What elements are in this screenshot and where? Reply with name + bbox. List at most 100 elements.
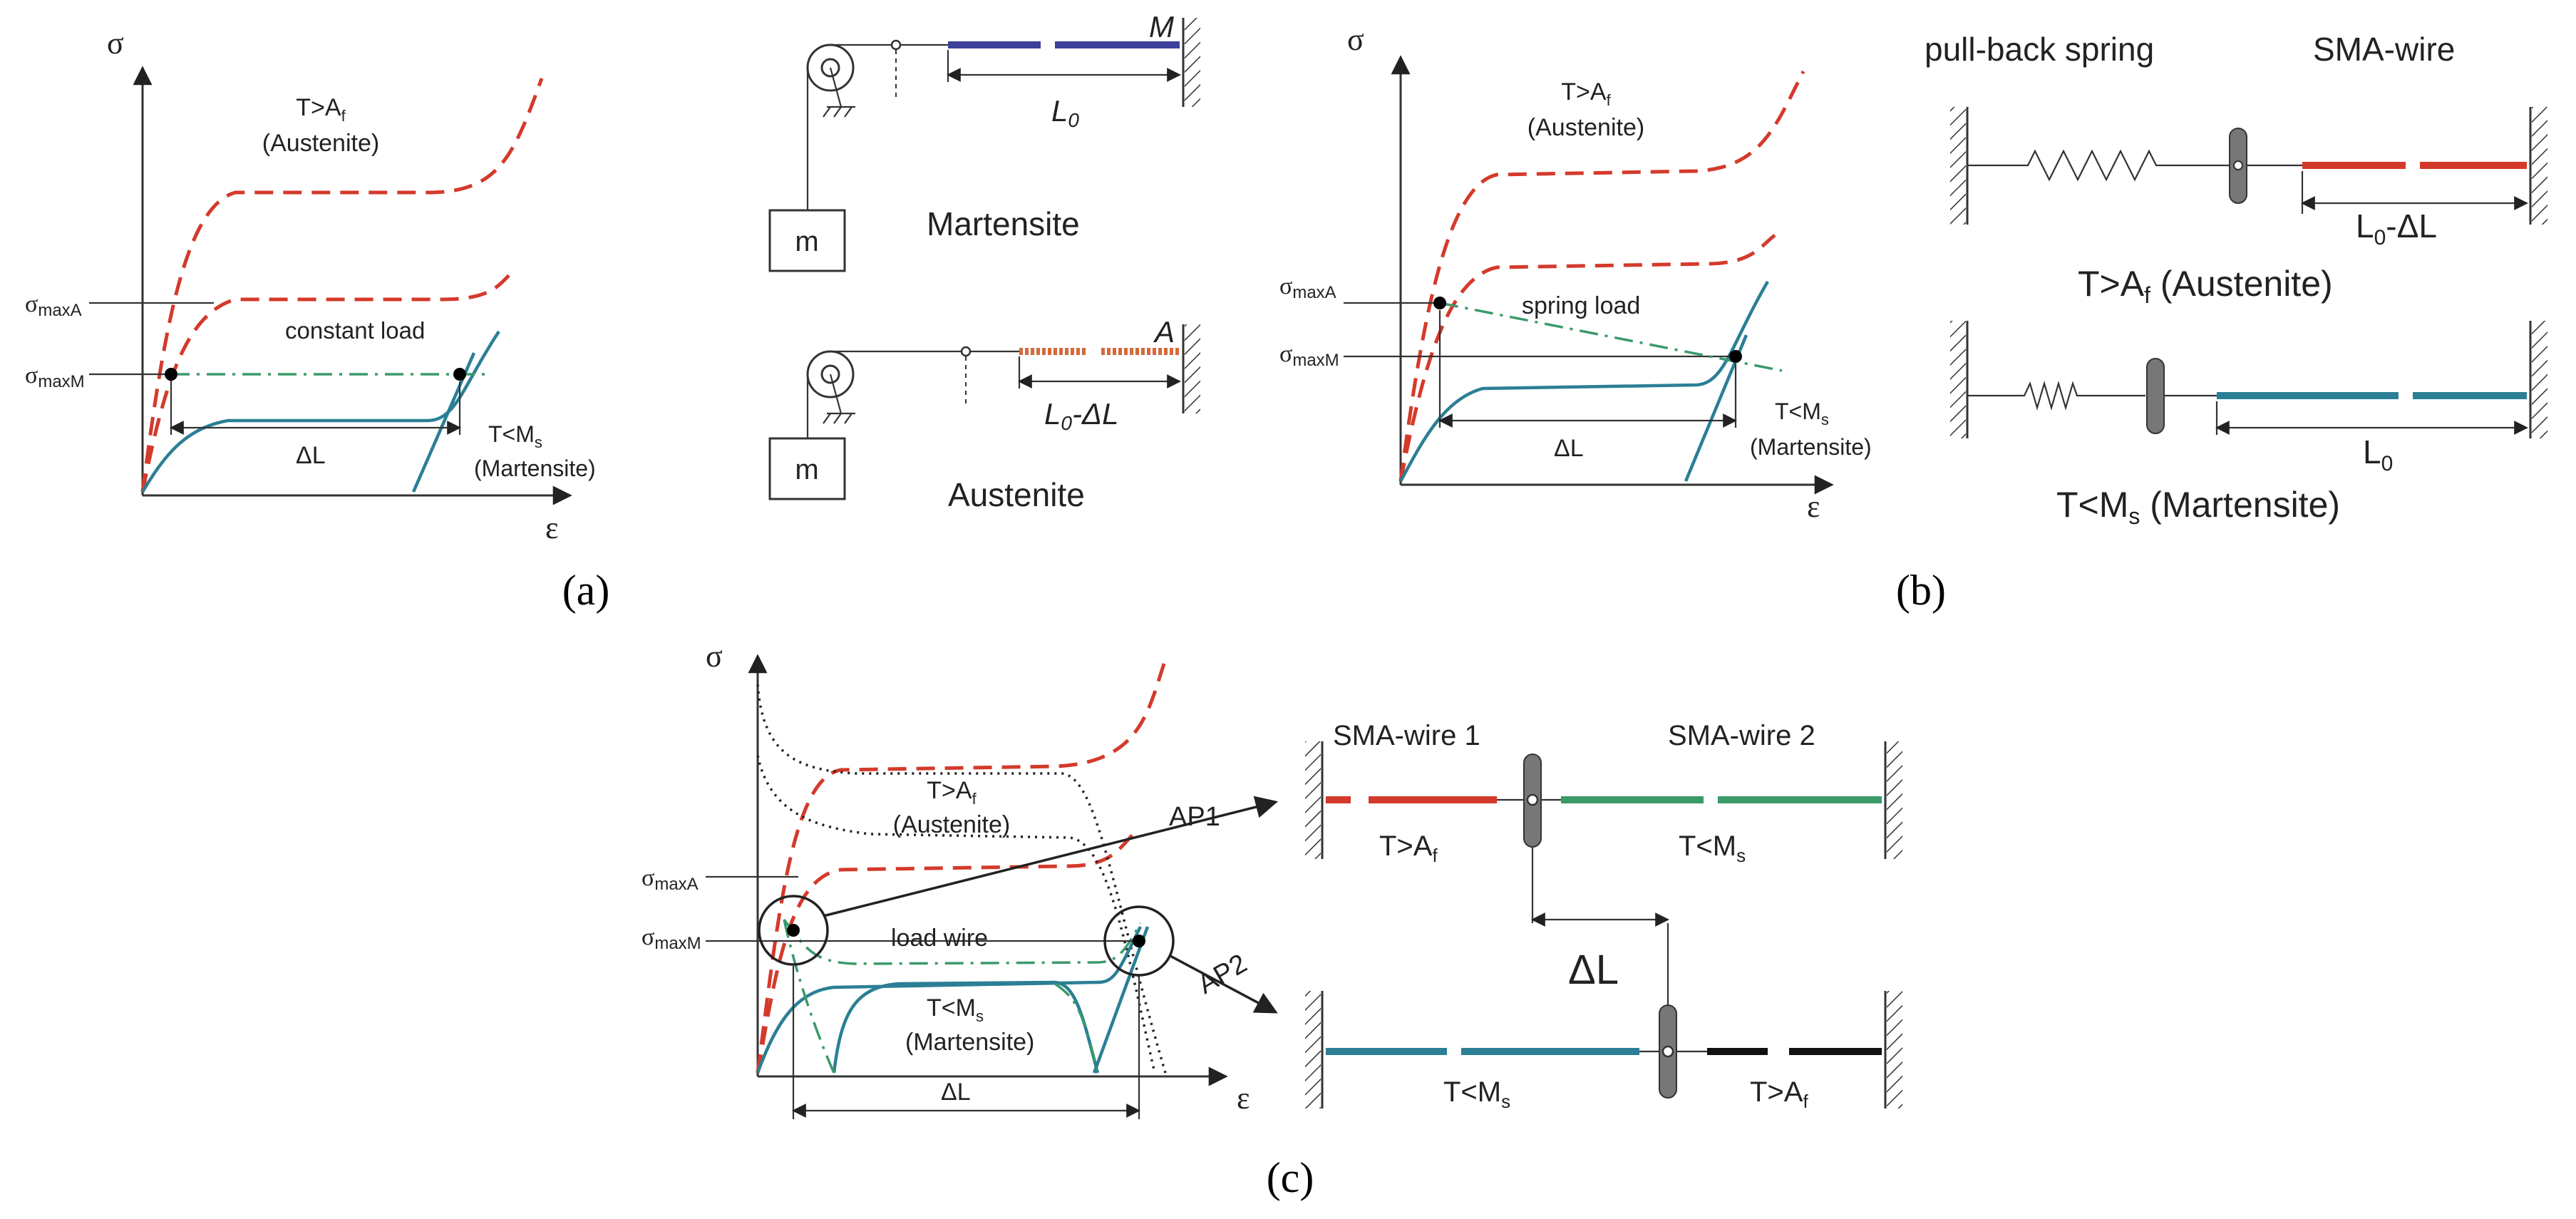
panel-b-graph: σ ε T>Af (Austenite) σmaxA σmaxM spring … bbox=[1279, 22, 1872, 524]
sigma-maxA-label: σmaxA bbox=[25, 291, 82, 320]
wall-left-top-hatch bbox=[1305, 741, 1321, 859]
martensite-unload-line bbox=[1092, 926, 1150, 1074]
pulley-top-mount bbox=[823, 67, 855, 118]
martensite-paren: (Martensite) bbox=[905, 1029, 1034, 1056]
delta-l-label: ΔL bbox=[1554, 435, 1584, 462]
delta-l-label: ΔL bbox=[296, 442, 326, 469]
martensite-paren: (Martensite) bbox=[1750, 434, 1872, 460]
sigma-maxM-label: σmaxM bbox=[642, 924, 701, 953]
wire1-label: SMA-wire 1 bbox=[1333, 720, 1480, 751]
austenite-curve-lower bbox=[1398, 234, 1776, 482]
wall-right-bottom-hatch bbox=[1887, 991, 1902, 1109]
y-axis-label: σ bbox=[107, 26, 124, 61]
austenite-curve-lower bbox=[140, 269, 515, 493]
mass-bottom bbox=[768, 437, 846, 500]
austenite-label: T>Af bbox=[1561, 78, 1611, 109]
panel-b-schematic: pull-back spring SMA-wire L0-ΔL T>Af (Au… bbox=[1925, 31, 2547, 529]
l0dl-label: L0-ΔL bbox=[1044, 397, 1118, 434]
martensite-paren: (Martensite) bbox=[474, 456, 596, 481]
panel-c-schematic: SMA-wire 1 SMA-wire 2 T>Af T<Ms ΔL T<Ms … bbox=[1305, 720, 1902, 1112]
austenite-label: T>Af bbox=[296, 94, 346, 125]
sigma-maxA-label: σmaxA bbox=[1279, 273, 1336, 302]
wall-left-bottom-hatch bbox=[1305, 991, 1321, 1109]
caption-c: (c) bbox=[1267, 1154, 1314, 1201]
austenite-paren: (Austenite) bbox=[1527, 114, 1644, 141]
dim-bottom-label: L0 bbox=[2363, 433, 2393, 475]
slider-bottom bbox=[2146, 358, 2165, 434]
pulley-bottom-mount bbox=[823, 374, 855, 424]
ap2-label: AP2 bbox=[1193, 949, 1252, 1000]
caption-a: (a) bbox=[562, 567, 610, 614]
dim-top-label: L0-ΔL bbox=[2356, 207, 2437, 250]
end-point bbox=[453, 368, 466, 381]
load-label: constant load bbox=[285, 317, 425, 344]
load-label: spring load bbox=[1522, 292, 1640, 319]
slider-top-joint bbox=[1526, 793, 1539, 806]
l0-label: L0 bbox=[1051, 94, 1079, 131]
wire-bottom-joint bbox=[960, 346, 972, 357]
austenite-curve-lower bbox=[756, 833, 1135, 1074]
austenite-paren: (Austenite) bbox=[262, 130, 379, 157]
mass-bottom-label: m bbox=[795, 454, 818, 485]
martensite-label: T<Ms bbox=[488, 421, 542, 451]
martensite-label: T<Ms bbox=[1775, 398, 1829, 428]
mass-top bbox=[768, 209, 846, 272]
wall-bottom-hatch bbox=[1185, 324, 1200, 413]
ap1-circle bbox=[758, 895, 829, 966]
spring-bottom bbox=[1967, 381, 2145, 411]
dl-label: ΔL bbox=[1568, 947, 1619, 993]
wall-right-bottom-hatch bbox=[2532, 321, 2547, 438]
ap2-arrow bbox=[1168, 954, 1278, 1014]
austenite-curve-upper bbox=[140, 78, 544, 493]
wire2-label: SMA-wire 2 bbox=[1668, 720, 1815, 751]
martensite-curve bbox=[756, 925, 1143, 1074]
bottom-right-state: T>Af bbox=[1750, 1076, 1808, 1112]
wire-top-label: M bbox=[1149, 10, 1174, 43]
end-point bbox=[1729, 350, 1742, 363]
state-top-label: T>Af (Austenite) bbox=[2078, 264, 2333, 308]
martensite-curve bbox=[141, 330, 500, 493]
austenite-paren: (Austenite) bbox=[893, 811, 1010, 838]
load-wire-tail-left bbox=[783, 919, 835, 1074]
martensite-label: T<Ms bbox=[927, 994, 984, 1025]
wire-bottom-label: A bbox=[1153, 315, 1175, 349]
spring-top bbox=[1967, 149, 2238, 182]
mass-top-label: m bbox=[795, 226, 818, 257]
start-point bbox=[1433, 297, 1446, 309]
wall-left-bottom-hatch bbox=[1950, 321, 1966, 438]
load-wire-tail-right bbox=[1054, 982, 1099, 1074]
austenite-label: T>Af bbox=[927, 777, 977, 808]
wire-top-joint bbox=[890, 39, 902, 51]
sigma-maxA-label: σmaxA bbox=[642, 865, 699, 894]
panel-a-graph: σ ε T>Af (Austenite) σmaxA σmaxM constan… bbox=[25, 26, 596, 545]
x-axis-label: ε bbox=[1237, 1081, 1250, 1116]
ap1-point bbox=[787, 924, 800, 937]
slider-bottom-joint bbox=[1661, 1045, 1674, 1058]
load-label: load wire bbox=[891, 925, 988, 952]
wall-top-hatch bbox=[1185, 18, 1200, 107]
phase-martensite-label: Martensite bbox=[927, 205, 1080, 242]
delta-l-label: ΔL bbox=[941, 1079, 971, 1106]
pulley-top-hub bbox=[820, 58, 840, 78]
ap2-point bbox=[1133, 935, 1145, 947]
y-axis-label: σ bbox=[706, 639, 723, 674]
state-bottom-label: T<Ms (Martensite) bbox=[2056, 485, 2340, 529]
ap1-arrow bbox=[823, 796, 1279, 917]
wall-right-top-hatch bbox=[1887, 741, 1902, 859]
bottom-left-state: T<Ms bbox=[1443, 1076, 1510, 1112]
panel-c-graph: σ ε T>Af (Austenite) σmaxA σmaxM load wi… bbox=[642, 639, 1279, 1119]
x-axis-label: ε bbox=[1807, 489, 1820, 524]
wall-right-top-hatch bbox=[2532, 107, 2547, 225]
sigma-maxM-label: σmaxM bbox=[1279, 341, 1339, 370]
panel-a-schematic: m M L0 Martensite m A L0-ΔL Austenite bbox=[768, 10, 1200, 513]
martensite-curve bbox=[1399, 280, 1769, 483]
start-point bbox=[165, 368, 177, 381]
x-axis-label: ε bbox=[545, 510, 558, 545]
spring-label: pull-back spring bbox=[1925, 31, 2154, 68]
slider-top-joint bbox=[2233, 160, 2243, 170]
wall-left-top-hatch bbox=[1950, 107, 1966, 225]
pulley-bottom-hub bbox=[820, 364, 840, 384]
dotted-curve-upper bbox=[756, 684, 1167, 1074]
austenite-curve-upper bbox=[756, 659, 1168, 1074]
